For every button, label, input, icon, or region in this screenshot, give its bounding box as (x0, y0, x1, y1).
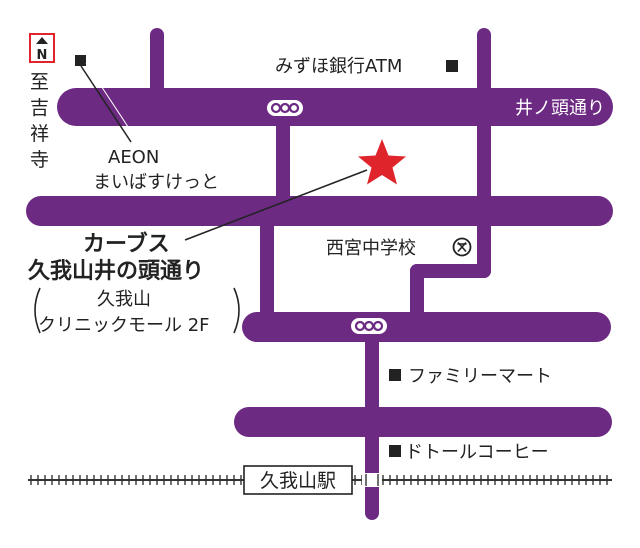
road-network (26, 28, 613, 520)
level-crossing (362, 473, 382, 487)
station-name: 久我山駅 (260, 470, 336, 492)
star-icon (358, 139, 406, 185)
north-letter: N (37, 48, 48, 63)
destination-branch: 久我山井の頭通り (28, 258, 204, 284)
road-vertical-left (260, 210, 274, 322)
road-vertical-station (365, 330, 379, 520)
traffic-light-icon (351, 318, 387, 334)
road-vertical-north-left (150, 28, 164, 100)
building-name: 久我山 (97, 289, 151, 310)
aeon-sub-label: まいばすけっと (93, 172, 219, 193)
north-compass: N 至 吉 祥 寺 (29, 33, 55, 171)
railway-line (28, 473, 612, 487)
road-vertical-bend-down (410, 264, 424, 324)
landmark-family-mart: ファミリーマート (389, 366, 552, 387)
destination-name: カーブス (83, 231, 170, 257)
school-icon (452, 237, 472, 257)
station-kugayama: 久我山駅 (243, 465, 353, 495)
landmark-school: 西宮中学校 (326, 237, 472, 259)
school-label: 西宮中学校 (326, 238, 416, 259)
direction-kichijoji-2: 吉 (30, 97, 49, 119)
landmark-doutor: ドトールコーヒー (389, 442, 549, 463)
traffic-light-icon (267, 100, 303, 116)
station-box (243, 465, 353, 495)
landmark-aeon: AEON まいばすけっと (75, 55, 219, 193)
road-vertical-north-right (477, 28, 491, 278)
direction-kichijoji-3: 祥 (30, 123, 49, 145)
square-marker-icon (389, 445, 401, 457)
road-middle (26, 196, 613, 226)
square-marker-icon (389, 369, 401, 381)
doutor-label: ドトールコーヒー (405, 442, 549, 463)
road-vertical-bend (410, 264, 491, 278)
road-lower (234, 407, 612, 437)
square-marker-icon (446, 60, 458, 72)
family-mart-label: ファミリーマート (408, 366, 552, 387)
road-inokashira-dori (57, 88, 613, 126)
building-floor: クリニックモール 2F (38, 315, 210, 336)
bank-atm-label: みずほ銀行ATM (275, 56, 402, 77)
aeon-label: AEON (108, 147, 159, 168)
direction-kichijoji-4: 寺 (30, 149, 49, 171)
road-clinic-street (242, 312, 611, 342)
road-vertical-center (276, 106, 290, 206)
square-marker-icon (75, 55, 86, 66)
landmark-bank-atm: みずほ銀行ATM (275, 56, 458, 77)
destination-leader-line (184, 169, 368, 241)
destination-label: カーブス 久我山井の頭通り 久我山 クリニックモール 2F (28, 231, 240, 336)
road-label-inokashira-dori: 井ノ頭通り (515, 98, 605, 119)
direction-kichijoji-1: 至 (30, 71, 49, 93)
